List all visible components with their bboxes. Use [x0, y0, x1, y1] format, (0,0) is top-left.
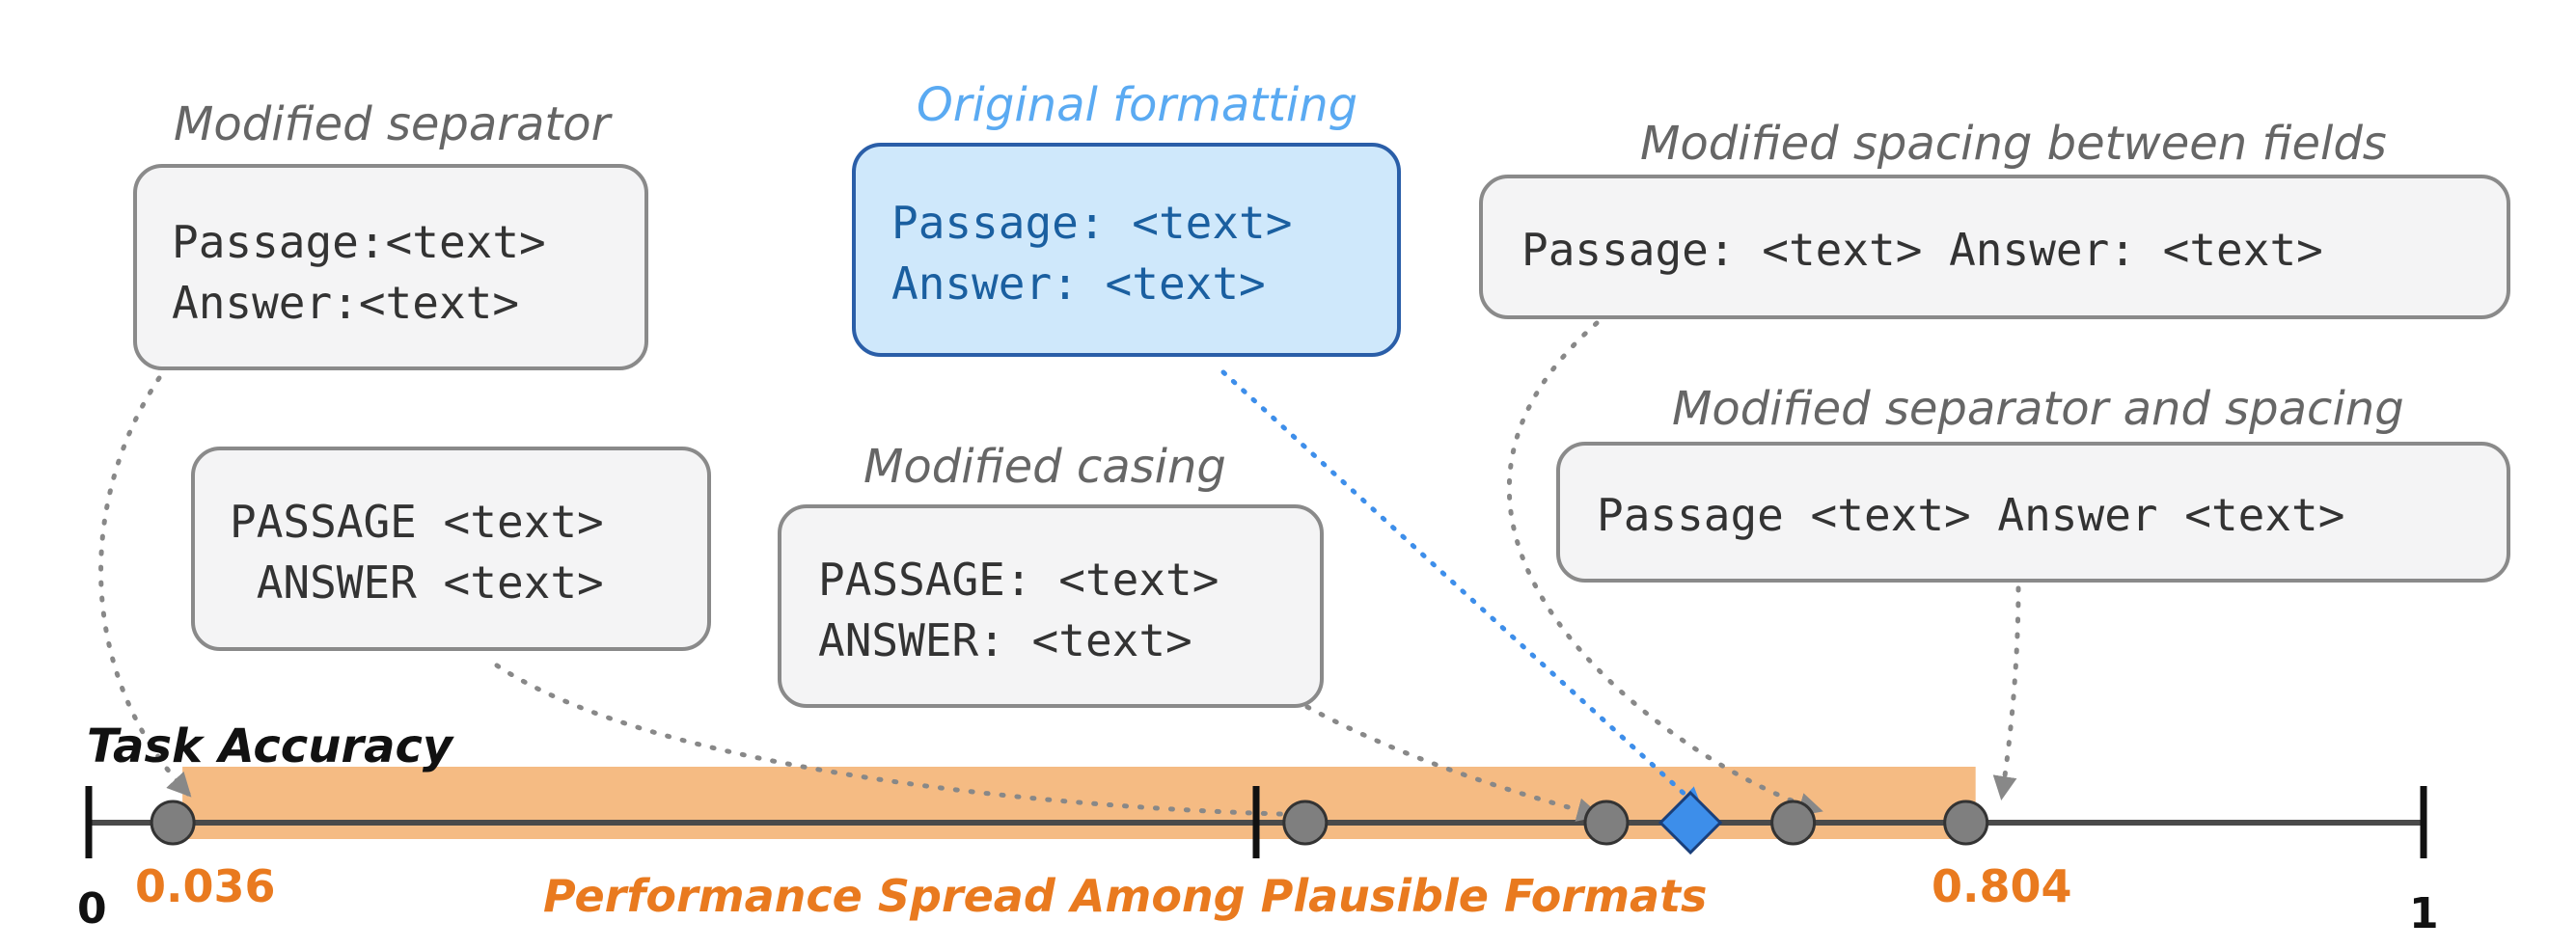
axis-min-label: 0	[77, 884, 107, 934]
accuracy-point-original[interactable]	[1658, 790, 1723, 855]
format-separator-spacing-line1: Passage <text> Answer <text>	[1597, 489, 2344, 541]
accuracy-points	[150, 790, 1989, 855]
format-uppercase-line2: ANSWER <text>	[230, 556, 604, 609]
format-modified-casing-line2: ANSWER: <text>	[818, 614, 1192, 666]
spread-caption: Performance Spread Among Plausible Forma…	[543, 870, 1707, 922]
accuracy-point-modified-spacing	[1770, 800, 1817, 846]
connector-modified-separator	[98, 375, 192, 798]
caption-modified-spacing: Modified spacing between fields	[1640, 117, 2387, 171]
caption-separator-spacing: Modified separator and spacing	[1672, 382, 2404, 436]
format-modified-separator-line2: Answer:<text>	[172, 277, 519, 329]
format-modified-spacing-line1: Passage: <text> Answer: <text>	[1521, 224, 2323, 276]
connector-modified-casing	[1304, 704, 1602, 822]
box-modified-casing	[778, 504, 1324, 708]
spread-min-label: 0.036	[135, 860, 276, 912]
accuracy-point-modified-casing	[1583, 800, 1630, 846]
format-original-line1: Passage: <text>	[891, 197, 1292, 249]
spread-max-label: 0.804	[1932, 860, 2072, 912]
caption-modified-casing: Modified casing	[863, 440, 1226, 494]
connector-modified-spacing	[1506, 320, 1823, 817]
box-uppercase	[191, 447, 711, 651]
accuracy-point-uppercase-no-colon	[1282, 800, 1329, 846]
connector-separator-spacing	[1992, 585, 2021, 800]
connector-original[interactable]	[1220, 369, 1704, 812]
accuracy-point-modified-separator	[150, 800, 196, 846]
axis-max-label: 1	[2409, 889, 2439, 938]
box-modified-separator	[133, 164, 648, 370]
caption-original: Original formatting	[917, 78, 1357, 132]
connector-uppercase	[494, 663, 1325, 827]
accuracy-point-separator-and-spacing	[1943, 800, 1989, 846]
box-modified-spacing	[1479, 175, 2510, 319]
box-separator-spacing	[1556, 442, 2510, 583]
format-modified-separator-line1: Passage:<text>	[172, 216, 546, 268]
format-original-line2: Answer: <text>	[891, 258, 1266, 310]
box-original[interactable]	[852, 143, 1401, 357]
caption-modified-separator: Modified separator	[174, 97, 614, 151]
axis-title: Task Accuracy	[87, 719, 454, 773]
format-modified-casing-line1: PASSAGE: <text>	[818, 554, 1219, 606]
format-uppercase-line1: PASSAGE <text>	[230, 496, 604, 548]
